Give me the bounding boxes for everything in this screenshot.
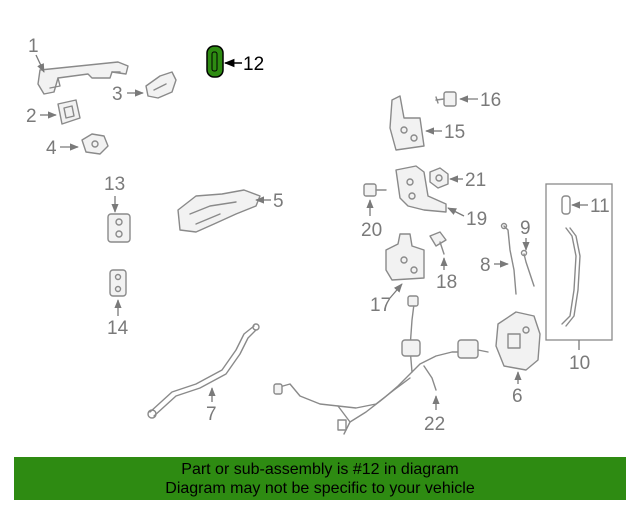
callout-5-label: 5 [273, 191, 284, 212]
callout-4-label: 4 [46, 138, 57, 159]
callout-6-label: 6 [512, 386, 523, 407]
callout-8-label: 8 [480, 255, 491, 276]
callout-13-label: 13 [104, 174, 125, 195]
part-18-bolt [429, 231, 447, 255]
part-13-bumper [107, 213, 131, 243]
callout-20-label: 20 [361, 220, 382, 241]
part-7-cable [147, 323, 260, 419]
part-3-bezel [145, 71, 177, 99]
part-15-bracket [389, 95, 425, 151]
callout-7-label: 7 [206, 404, 217, 425]
callout-15-label: 15 [444, 122, 465, 143]
part-6-latch [495, 311, 541, 371]
parts-diagram: 1 2 3 4 12 5 13 [26, 36, 613, 435]
callout-2-label: 2 [26, 106, 37, 127]
part-21-nut [429, 167, 449, 189]
callout-21-label: 21 [465, 170, 486, 191]
part-4-clip [81, 133, 109, 155]
part-19-door-check [395, 165, 447, 213]
callout-17-label: 17 [370, 295, 391, 316]
part-16-bolt [435, 91, 457, 107]
callout-10-label: 10 [569, 353, 590, 374]
callout-12-label: 12 [243, 54, 264, 75]
part-14-pad [109, 269, 127, 297]
part-1-outside-handle [37, 61, 129, 95]
part-11-clip [561, 195, 571, 215]
banner-line-2: Diagram may not be specific to your vehi… [165, 480, 475, 497]
callout-1-label: 1 [28, 36, 39, 57]
callout-22-label: 22 [424, 414, 445, 435]
part-2-bracket [57, 99, 81, 125]
info-banner: Part or sub-assembly is #12 in diagram D… [14, 457, 626, 500]
callout-14-label: 14 [107, 318, 129, 339]
part-12-highlighted [206, 45, 224, 78]
callout-16-label: 16 [480, 90, 501, 111]
part-5-inner-handle [177, 189, 261, 233]
part-17-hinge [385, 233, 425, 281]
banner-line-1: Part or sub-assembly is #12 in diagram [181, 461, 459, 478]
callout-9-label: 9 [520, 218, 531, 239]
callout-3-label: 3 [112, 84, 123, 105]
part-20-bolt [363, 183, 387, 197]
part-9-rod [520, 249, 535, 287]
part-22-wiring-harness [273, 295, 489, 435]
callout-11-label: 11 [590, 196, 610, 217]
callout-19-label: 19 [466, 209, 487, 230]
part-8-rod [500, 222, 517, 295]
callout-18-label: 18 [436, 272, 457, 293]
